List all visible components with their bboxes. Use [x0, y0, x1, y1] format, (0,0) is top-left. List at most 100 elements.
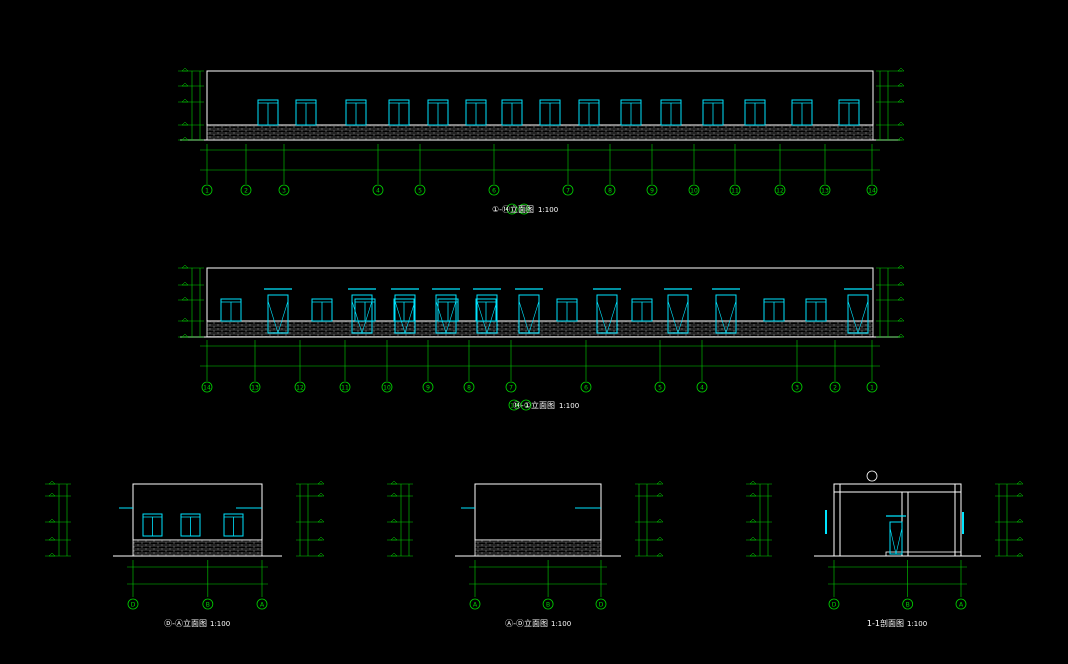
level-marker: [181, 98, 189, 103]
level-marker: [317, 552, 325, 557]
door-swing: [667, 300, 689, 335]
door: [664, 288, 692, 335]
level-marker: [390, 536, 398, 541]
level-marker: [48, 552, 56, 557]
door-swing: [518, 300, 540, 335]
axis-bubble: [955, 598, 967, 610]
level-marker: [749, 518, 757, 523]
axis-bubble: [819, 184, 831, 196]
level-marker: [897, 317, 905, 322]
window: [744, 99, 766, 126]
level-marker: [897, 136, 905, 141]
window: [465, 99, 487, 126]
axis-label: 10: [690, 188, 698, 195]
window: [220, 298, 242, 322]
axis-bubble: [774, 184, 786, 196]
level-marker: [48, 492, 56, 497]
brick-plinth: [206, 320, 874, 338]
window: [702, 99, 724, 126]
axis-label: 3: [795, 385, 799, 392]
axis-label: D: [131, 602, 136, 609]
axis-label: 9: [426, 385, 430, 392]
side-left-outline: [45, 480, 325, 557]
section-outline: [746, 470, 1024, 557]
axis-bubble: [518, 203, 530, 215]
rear-window-group: [220, 288, 872, 335]
level-marker: [181, 82, 189, 87]
level-marker: [749, 536, 757, 541]
side-left-title: Ⓓ-Ⓐ立面图: [164, 618, 207, 628]
door: [264, 288, 292, 335]
axis-bubble: [729, 184, 741, 196]
level-marker: [390, 552, 398, 557]
window: [393, 298, 415, 322]
axis-bubble: [278, 184, 290, 196]
axis-label: A: [260, 602, 265, 609]
axis-label: 11: [341, 385, 349, 392]
axis-label: 7: [566, 188, 570, 195]
window: [180, 513, 201, 537]
door: [391, 288, 419, 335]
level-marker: [317, 518, 325, 523]
axis-label: 2: [833, 385, 837, 392]
axis-bubble: [580, 381, 592, 393]
door-swing: [889, 527, 903, 555]
level-marker: [1016, 518, 1024, 523]
door-swing: [394, 300, 416, 335]
axis-bubble: [791, 381, 803, 393]
axis-bubble: [866, 381, 878, 393]
axis-label: 14: [510, 403, 518, 410]
window: [578, 99, 600, 126]
axis-label: A: [959, 602, 964, 609]
window: [631, 298, 653, 322]
level-marker: [181, 136, 189, 141]
level-marker: [48, 480, 56, 485]
rear-building-outline: [178, 264, 905, 338]
level-marker: [181, 333, 189, 338]
axis-label: 13: [251, 385, 259, 392]
front-dimension-lines: [200, 144, 880, 184]
window: [311, 298, 333, 322]
level-marker: [181, 281, 189, 286]
wall-outline: [206, 267, 874, 322]
window: [295, 99, 317, 126]
axis-label: 4: [700, 385, 704, 392]
axis-label: B: [906, 602, 910, 609]
front-elevation-scale: 1:100: [538, 206, 558, 214]
level-marker: [897, 281, 905, 286]
door: [432, 288, 460, 335]
door: [844, 288, 872, 335]
axis-label: 9: [650, 188, 654, 195]
axis-label: 7: [509, 385, 513, 392]
door: [473, 288, 501, 335]
axis-bubble: [201, 184, 213, 196]
axis-bubble: [902, 598, 914, 610]
axis-bubble: [256, 598, 268, 610]
section-scale: 1:100: [907, 620, 927, 628]
side-left-scale: 1:100: [210, 620, 230, 628]
level-marker: [656, 480, 664, 485]
door: [348, 288, 376, 335]
axis-bubble: [688, 184, 700, 196]
axis-label: 4: [376, 188, 380, 195]
wall-outline: [474, 483, 602, 541]
axis-label: 12: [776, 188, 784, 195]
axis-bubble: [422, 381, 434, 393]
axis-label: D: [832, 602, 837, 609]
axis-bubble: [488, 184, 500, 196]
level-marker: [390, 518, 398, 523]
window: [620, 99, 642, 126]
inner-wall: [901, 491, 909, 557]
level-marker: [48, 536, 56, 541]
axis-bubble: [696, 381, 708, 393]
door-swing: [476, 300, 498, 335]
window: [388, 99, 410, 126]
door-swing: [847, 300, 869, 335]
level-marker: [181, 264, 189, 269]
level-marker: [656, 518, 664, 523]
level-marker: [317, 480, 325, 485]
